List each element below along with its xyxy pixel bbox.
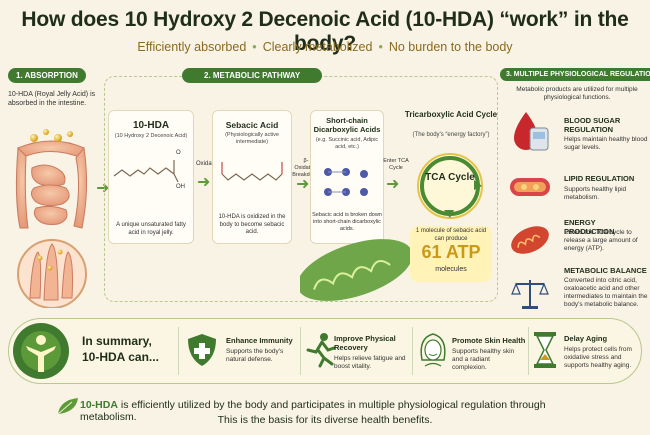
summary-panel [8, 318, 642, 384]
intestine-illustration [15, 129, 88, 308]
reg-energy-title: ENERGY PRODUCTION [564, 218, 615, 236]
summary-title-line1: In summary, [82, 334, 152, 348]
atp-highlight-box [410, 226, 492, 282]
hourglass-icon [534, 332, 556, 368]
subtitle-item-no-burden: No burden to the body [388, 40, 513, 54]
footer-line2: This is the basis for its diverse health… [217, 414, 433, 426]
footer-line1: 10-HDA is efficiently utilized by the bo… [80, 399, 600, 423]
sebacic-structure-icon [221, 162, 283, 181]
radiant-person-icon [13, 323, 69, 379]
regulation-label: 3. MULTIPLE PHYSIOLOGICAL REGULATION [500, 68, 650, 81]
hda-atom-o: O [176, 150, 181, 156]
benefit-aging-title: Delay Aging [564, 334, 608, 343]
molecule-dots-icon [324, 168, 368, 196]
benefit-immunity-text: Supports the body's natural defense. [226, 348, 284, 363]
reg-blood-sugar-text: Helps maintain healthy blood sugar level… [564, 136, 648, 151]
arrow-oxidation: ➜ [197, 174, 211, 191]
bullet-dot: • [378, 40, 383, 54]
blood-vessel-icon [510, 178, 550, 196]
subtitle-item-absorbed: Efficiently absorbed [137, 40, 247, 54]
tca-subtitle: (The body’s “energy factory”) [412, 132, 490, 138]
reg-energy-text: Enters the TCA cycle to release a large … [564, 229, 638, 252]
benefit-skin-text: Supports healthy skin and a radiant comp… [452, 348, 515, 371]
summary-title-line2: 10-HDA can... [82, 350, 159, 364]
balance-scale-icon [511, 280, 549, 309]
mitochondrion-illustration [300, 239, 410, 301]
arrow-beta-oxidation: ➜ [296, 176, 310, 193]
beta-oxidation-label: β-Oxidation Breakdown [292, 158, 320, 178]
reg-lipid-text: Supports healthy lipid metabolism. [564, 186, 627, 201]
arrow-enter-tca: ➜ [386, 176, 400, 193]
hda-atom-oh: OH [176, 184, 185, 190]
reg-balance-title: METABOLIC BALANCE [564, 266, 647, 275]
hda-subtitle: (10 Hydroxy 2 Decenoic Acid) [114, 133, 188, 139]
tca-cycle-icon [417, 153, 483, 219]
atp-count: 61 ATP [421, 242, 481, 262]
sebacic-desc: 10-HDA is oxidized in the body to become… [218, 214, 286, 235]
sebacic-subtitle: (Physiologically active intermediate) [225, 132, 279, 145]
running-person-icon [306, 333, 336, 368]
footer-line1-rest: is efficiently utilized by the body and … [80, 399, 546, 423]
summary-divider [178, 327, 179, 375]
oxidation-label: Oxidation [196, 161, 222, 167]
benefit-recovery-title: Improve Physical Recovery [334, 334, 396, 352]
hda-structure-icon [113, 160, 179, 183]
absorption-text: 10-HDA (Royal Jelly Acid) is absorbed in… [8, 91, 96, 107]
subtitle-item-metabolized: Clearly metabolized [262, 40, 373, 54]
tca-title: Tricarboxylic Acid Cycle [404, 110, 498, 119]
hda-card [108, 110, 194, 244]
short-chain-subtitle: (e.g. Succinic acid, Adipic acid, etc.) [315, 137, 379, 150]
benefit-immunity-title: Enhance Immunity [226, 336, 293, 345]
blood-drop-icon [514, 112, 549, 151]
summary-divider [412, 327, 413, 375]
bullet-dot: • [252, 40, 257, 54]
mitochondria-icon [511, 226, 549, 254]
atp-produce-text: 1 molecule of sebacic acid can produce [415, 228, 487, 242]
tca-circle-label: TCA Cycle [425, 172, 475, 183]
page-title: How does 10 Hydroxy 2 Decenoic Acid (10-… [21, 8, 629, 55]
leaf-icon [57, 398, 78, 415]
pathway-label: 2. METABOLIC PATHWAY [182, 68, 323, 83]
hda-title: 10-HDA [132, 120, 170, 131]
absorption-label: 1. ABSORPTION [8, 68, 86, 83]
benefit-skin-title: Promote Skin Health [452, 336, 526, 345]
reg-lipid-title: LIPID REGULATION [564, 174, 635, 183]
footer-highlight: 10-HDA [80, 399, 118, 411]
summary-divider [300, 327, 301, 375]
woman-face-icon [420, 333, 446, 367]
atp-molecules: molecules [435, 266, 467, 273]
summary-divider [528, 327, 529, 375]
short-chain-title: Short-chain Dicarboxylic Acids [313, 116, 381, 134]
benefit-recovery-text: Helps relieve fatigue and boost vitality… [334, 355, 406, 370]
reg-balance-text: Converted into citric acid, oxaloacetic … [564, 277, 648, 308]
hda-desc: A unique unsaturated fatty acid in royal… [116, 222, 186, 236]
reg-blood-sugar-title: BLOOD SUGAR REGULATION [564, 116, 621, 134]
regulation-intro: Metabolic products are utilized for mult… [516, 86, 638, 101]
short-chain-desc: Sebacic acid is broken down into short-c… [312, 212, 382, 232]
shield-icon [188, 334, 216, 366]
arrow-to-pathway: ➜ [96, 180, 110, 197]
subtitle: Efficiently absorbed • Clearly metabolized… [0, 40, 650, 54]
benefit-aging-text: Helps protect cells from oxidative stres… [564, 346, 632, 369]
sebacic-title: Sebacic Acid [225, 120, 279, 130]
short-chain-card [310, 110, 384, 244]
enter-tca-label: Enter TCA Cycle [383, 158, 409, 171]
